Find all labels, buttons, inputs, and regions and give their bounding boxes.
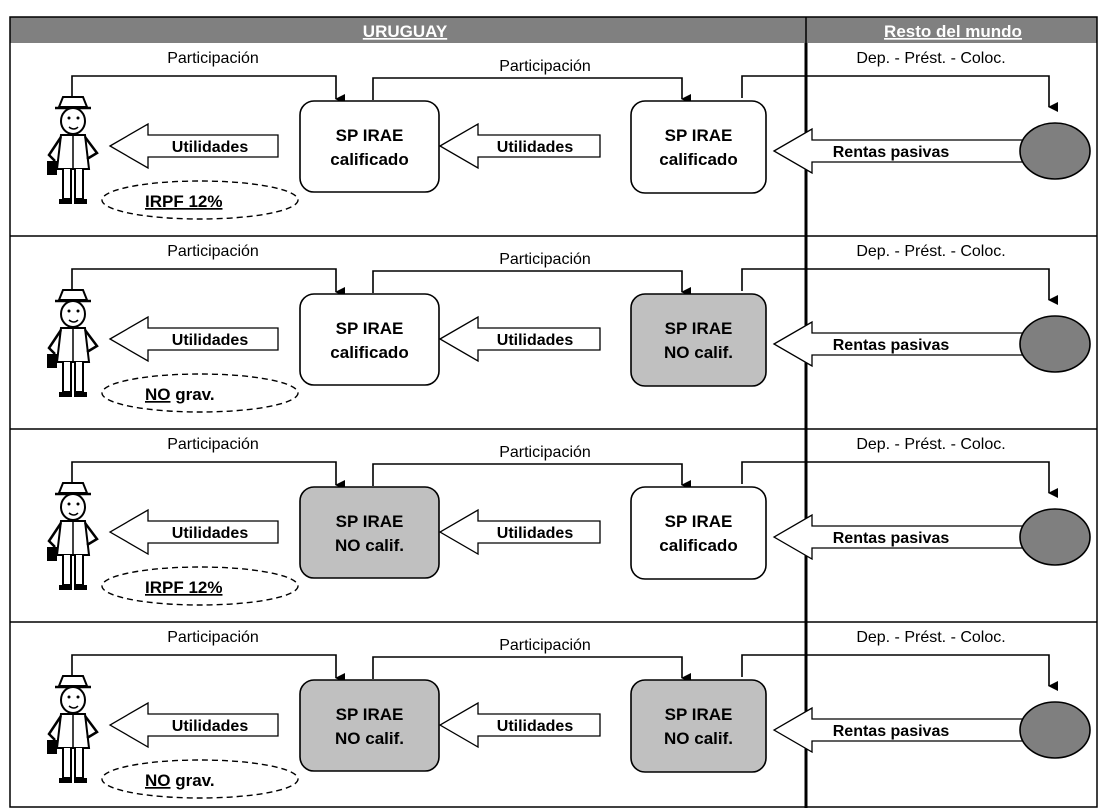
participacion-mid-label: Participación — [499, 58, 591, 75]
participacion-mid-label: Participación — [499, 637, 591, 654]
row-1: Participación Participación Dep. - Prést. … — [47, 50, 1091, 220]
participacion-mid-label: Participación — [499, 251, 591, 268]
box1-line2: NO calif. — [335, 536, 404, 555]
participacion-mid-connector — [372, 656, 691, 683]
box2-line2: NO calif. — [664, 343, 733, 362]
utilidades-arrow-mid — [438, 122, 601, 170]
shareholder-person-icon — [47, 482, 99, 590]
box1-line1: SP IRAE — [336, 512, 404, 531]
tax-label: NO grav. — [145, 771, 215, 790]
sp-irae-box-uruguay-subsidiary — [630, 293, 767, 387]
dep-connector — [741, 654, 1058, 691]
foreign-source-circle — [1019, 508, 1091, 566]
participacion-left-connector — [71, 461, 345, 490]
box2-line2: NO calif. — [664, 729, 733, 748]
tax-label-underlined: IRPF 12% — [145, 578, 222, 597]
header-uruguay: URUGUAY — [363, 22, 448, 41]
shareholder-person-icon — [47, 96, 99, 204]
tax-label-rest: grav. — [171, 771, 215, 790]
box2-line2: calificado — [659, 536, 737, 555]
tax-ellipse — [101, 759, 299, 799]
rentas-pasivas-label: Rentas pasivas — [833, 530, 950, 547]
participacion-mid-connector — [372, 77, 691, 104]
outer-frame — [9, 16, 1098, 808]
utilidades-arrow-left — [108, 701, 279, 749]
utilidades-arrow-mid — [438, 508, 601, 556]
header-resto-del-mundo: Resto del mundo — [884, 22, 1022, 41]
participacion-left-connector — [71, 654, 345, 683]
sp-irae-box-uruguay-parent — [299, 486, 440, 579]
participacion-left-label: Participación — [167, 243, 259, 260]
sp-irae-box-uruguay-parent — [299, 293, 440, 386]
rentas-pasivas-label: Rentas pasivas — [833, 337, 950, 354]
dep-connector — [741, 268, 1058, 305]
utilidades-arrow-left — [108, 315, 279, 363]
tax-label: IRPF 12% — [145, 192, 222, 211]
box1-line2: calificado — [330, 150, 408, 169]
participacion-left-label: Participación — [167, 50, 259, 67]
foreign-source-circle — [1019, 701, 1091, 759]
tax-ellipse — [101, 566, 299, 606]
tax-label: NO grav. — [145, 385, 215, 404]
box2-line1: SP IRAE — [665, 705, 733, 724]
utilidades-left-label: Utilidades — [172, 139, 249, 156]
sp-irae-box-uruguay-subsidiary — [630, 100, 767, 194]
utilidades-mid-label: Utilidades — [497, 332, 574, 349]
sp-irae-box-uruguay-subsidiary — [630, 679, 767, 773]
utilidades-mid-label: Utilidades — [497, 139, 574, 156]
utilidades-mid-label: Utilidades — [497, 718, 574, 735]
tax-label-rest: grav. — [171, 385, 215, 404]
dep-prest-coloc-label: Dep. - Prést. - Coloc. — [856, 50, 1005, 67]
box2-line2: calificado — [659, 150, 737, 169]
tax-label-underlined: NO — [145, 385, 171, 404]
tax-ellipse — [101, 373, 299, 413]
tax-label: IRPF 12% — [145, 578, 222, 597]
sp-irae-box-uruguay-subsidiary — [630, 486, 767, 580]
row-4: Participación Participación Dep. - Prést. … — [10, 621, 1097, 799]
dep-connector — [741, 461, 1058, 498]
box1-line2: calificado — [330, 343, 408, 362]
utilidades-left-label: Utilidades — [172, 332, 249, 349]
sp-irae-box-uruguay-parent — [299, 100, 440, 193]
rentas-pasivas-label: Rentas pasivas — [833, 144, 950, 161]
box2-line1: SP IRAE — [665, 126, 733, 145]
participacion-left-connector — [71, 75, 345, 104]
sp-irae-box-uruguay-parent — [299, 679, 440, 772]
tax-ellipse — [101, 180, 299, 220]
dep-prest-coloc-label: Dep. - Prést. - Coloc. — [856, 243, 1005, 260]
box1-line1: SP IRAE — [336, 705, 404, 724]
utilidades-left-label: Utilidades — [172, 525, 249, 542]
tax-label-underlined: IRPF 12% — [145, 192, 222, 211]
utilidades-left-label: Utilidades — [172, 718, 249, 735]
foreign-source-circle — [1019, 315, 1091, 373]
tax-label-underlined: NO — [145, 771, 171, 790]
participacion-left-label: Participación — [167, 436, 259, 453]
row-3: Participación Participación Dep. - Prést. … — [10, 428, 1097, 606]
box2-line1: SP IRAE — [665, 319, 733, 338]
shareholder-person-icon — [47, 675, 99, 783]
utilidades-arrow-left — [108, 122, 279, 170]
utilidades-arrow-left — [108, 508, 279, 556]
dep-connector — [741, 75, 1058, 112]
dep-prest-coloc-label: Dep. - Prést. - Coloc. — [856, 436, 1005, 453]
participacion-left-connector — [71, 268, 345, 297]
box1-line2: NO calif. — [335, 729, 404, 748]
participacion-mid-label: Participación — [499, 444, 591, 461]
box1-line1: SP IRAE — [336, 319, 404, 338]
participacion-mid-connector — [372, 463, 691, 490]
shareholder-person-icon — [47, 289, 99, 397]
header-bar — [10, 17, 1097, 43]
participacion-mid-connector — [372, 270, 691, 297]
box2-line1: SP IRAE — [665, 512, 733, 531]
participacion-left-label: Participación — [167, 629, 259, 646]
box1-line1: SP IRAE — [336, 126, 404, 145]
utilidades-arrow-mid — [438, 315, 601, 363]
foreign-source-circle — [1019, 122, 1091, 180]
row-2: Participación Participación Dep. - Prést. … — [10, 235, 1097, 413]
rentas-pasivas-label: Rentas pasivas — [833, 723, 950, 740]
utilidades-arrow-mid — [438, 701, 601, 749]
dep-prest-coloc-label: Dep. - Prést. - Coloc. — [856, 629, 1005, 646]
utilidades-mid-label: Utilidades — [497, 525, 574, 542]
